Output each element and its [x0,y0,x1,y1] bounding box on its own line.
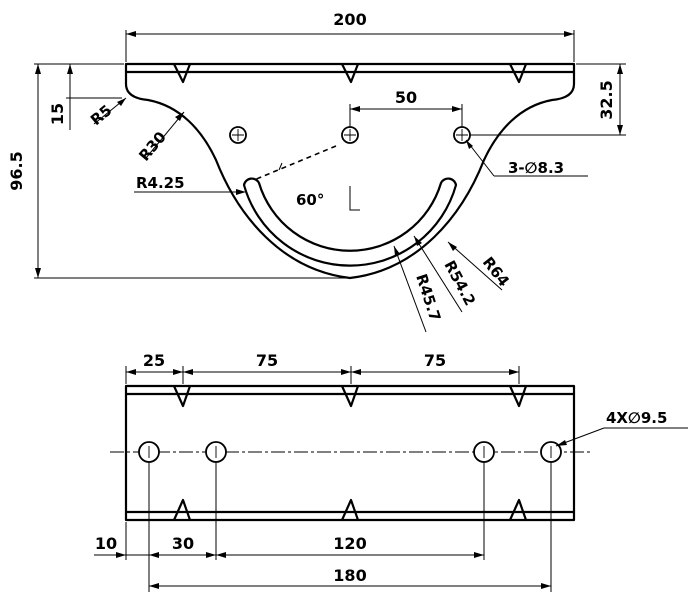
bottom-view: 25 75 75 4X∅9.5 10 30 120 180 [94,351,688,592]
dim-3-holes: 3-∅8.3 [508,159,564,177]
dim-4x-holes: 4X∅9.5 [606,409,667,427]
arrow-r64 [448,242,457,251]
dim-10: 10 [95,534,117,553]
leader-r64 [447,241,503,291]
dim-75-right: 75 [424,351,446,370]
hole-centermarks-bottom [148,446,552,458]
dim-25: 25 [143,351,165,370]
leader-r457 [393,245,427,333]
dim-180: 180 [333,566,366,585]
arrow-r542 [414,236,422,246]
dim-15: 15 [48,103,67,125]
arrow-r457 [394,246,400,256]
leader-r542 [413,235,463,313]
arrow-r425 [236,189,246,195]
dim-60-deg: 60° [296,191,324,209]
arrow-15-top [67,64,73,74]
hole-centermarks [232,129,468,141]
slot-center-mark [349,186,360,211]
arrow-holes [466,140,473,149]
notch-bottom-right [508,498,528,521]
notch-top-left [172,385,192,408]
slot-angle-line [253,145,337,181]
arrows-bottom-chain [116,552,484,558]
arrow-r30 [175,112,184,121]
dim-r45-7: R45.7 [412,272,444,324]
dim-120: 120 [333,534,366,553]
dim-75-left: 75 [256,351,278,370]
leader-r30 [145,111,185,159]
dim-96-5: 96.5 [7,151,26,190]
plate-outline [124,384,576,522]
dim-200: 200 [333,10,366,29]
dim-r5: R5 [87,101,115,129]
notch-left [173,63,192,84]
notch-bottom-center [340,498,360,521]
notch-top-center [340,385,360,408]
notch-center [341,63,360,84]
dim-r30: R30 [135,128,170,164]
arrow-r5 [117,98,126,106]
angle-tick [278,162,283,171]
bracket-outline [124,62,576,280]
notch-top-right [508,385,528,408]
dim-50: 50 [395,88,417,107]
dim-32-5: 32.5 [597,80,616,119]
dim-30: 30 [172,534,194,553]
dim-r4-25: R4.25 [136,174,185,192]
notch-bottom-left [172,498,192,521]
arrow-4x [556,440,567,446]
dim-r64: R64 [479,253,513,290]
notch-right [509,63,528,84]
top-view: 200 50 96.5 15 32.5 R5 R30 [7,10,626,333]
arc-slot [242,177,458,267]
